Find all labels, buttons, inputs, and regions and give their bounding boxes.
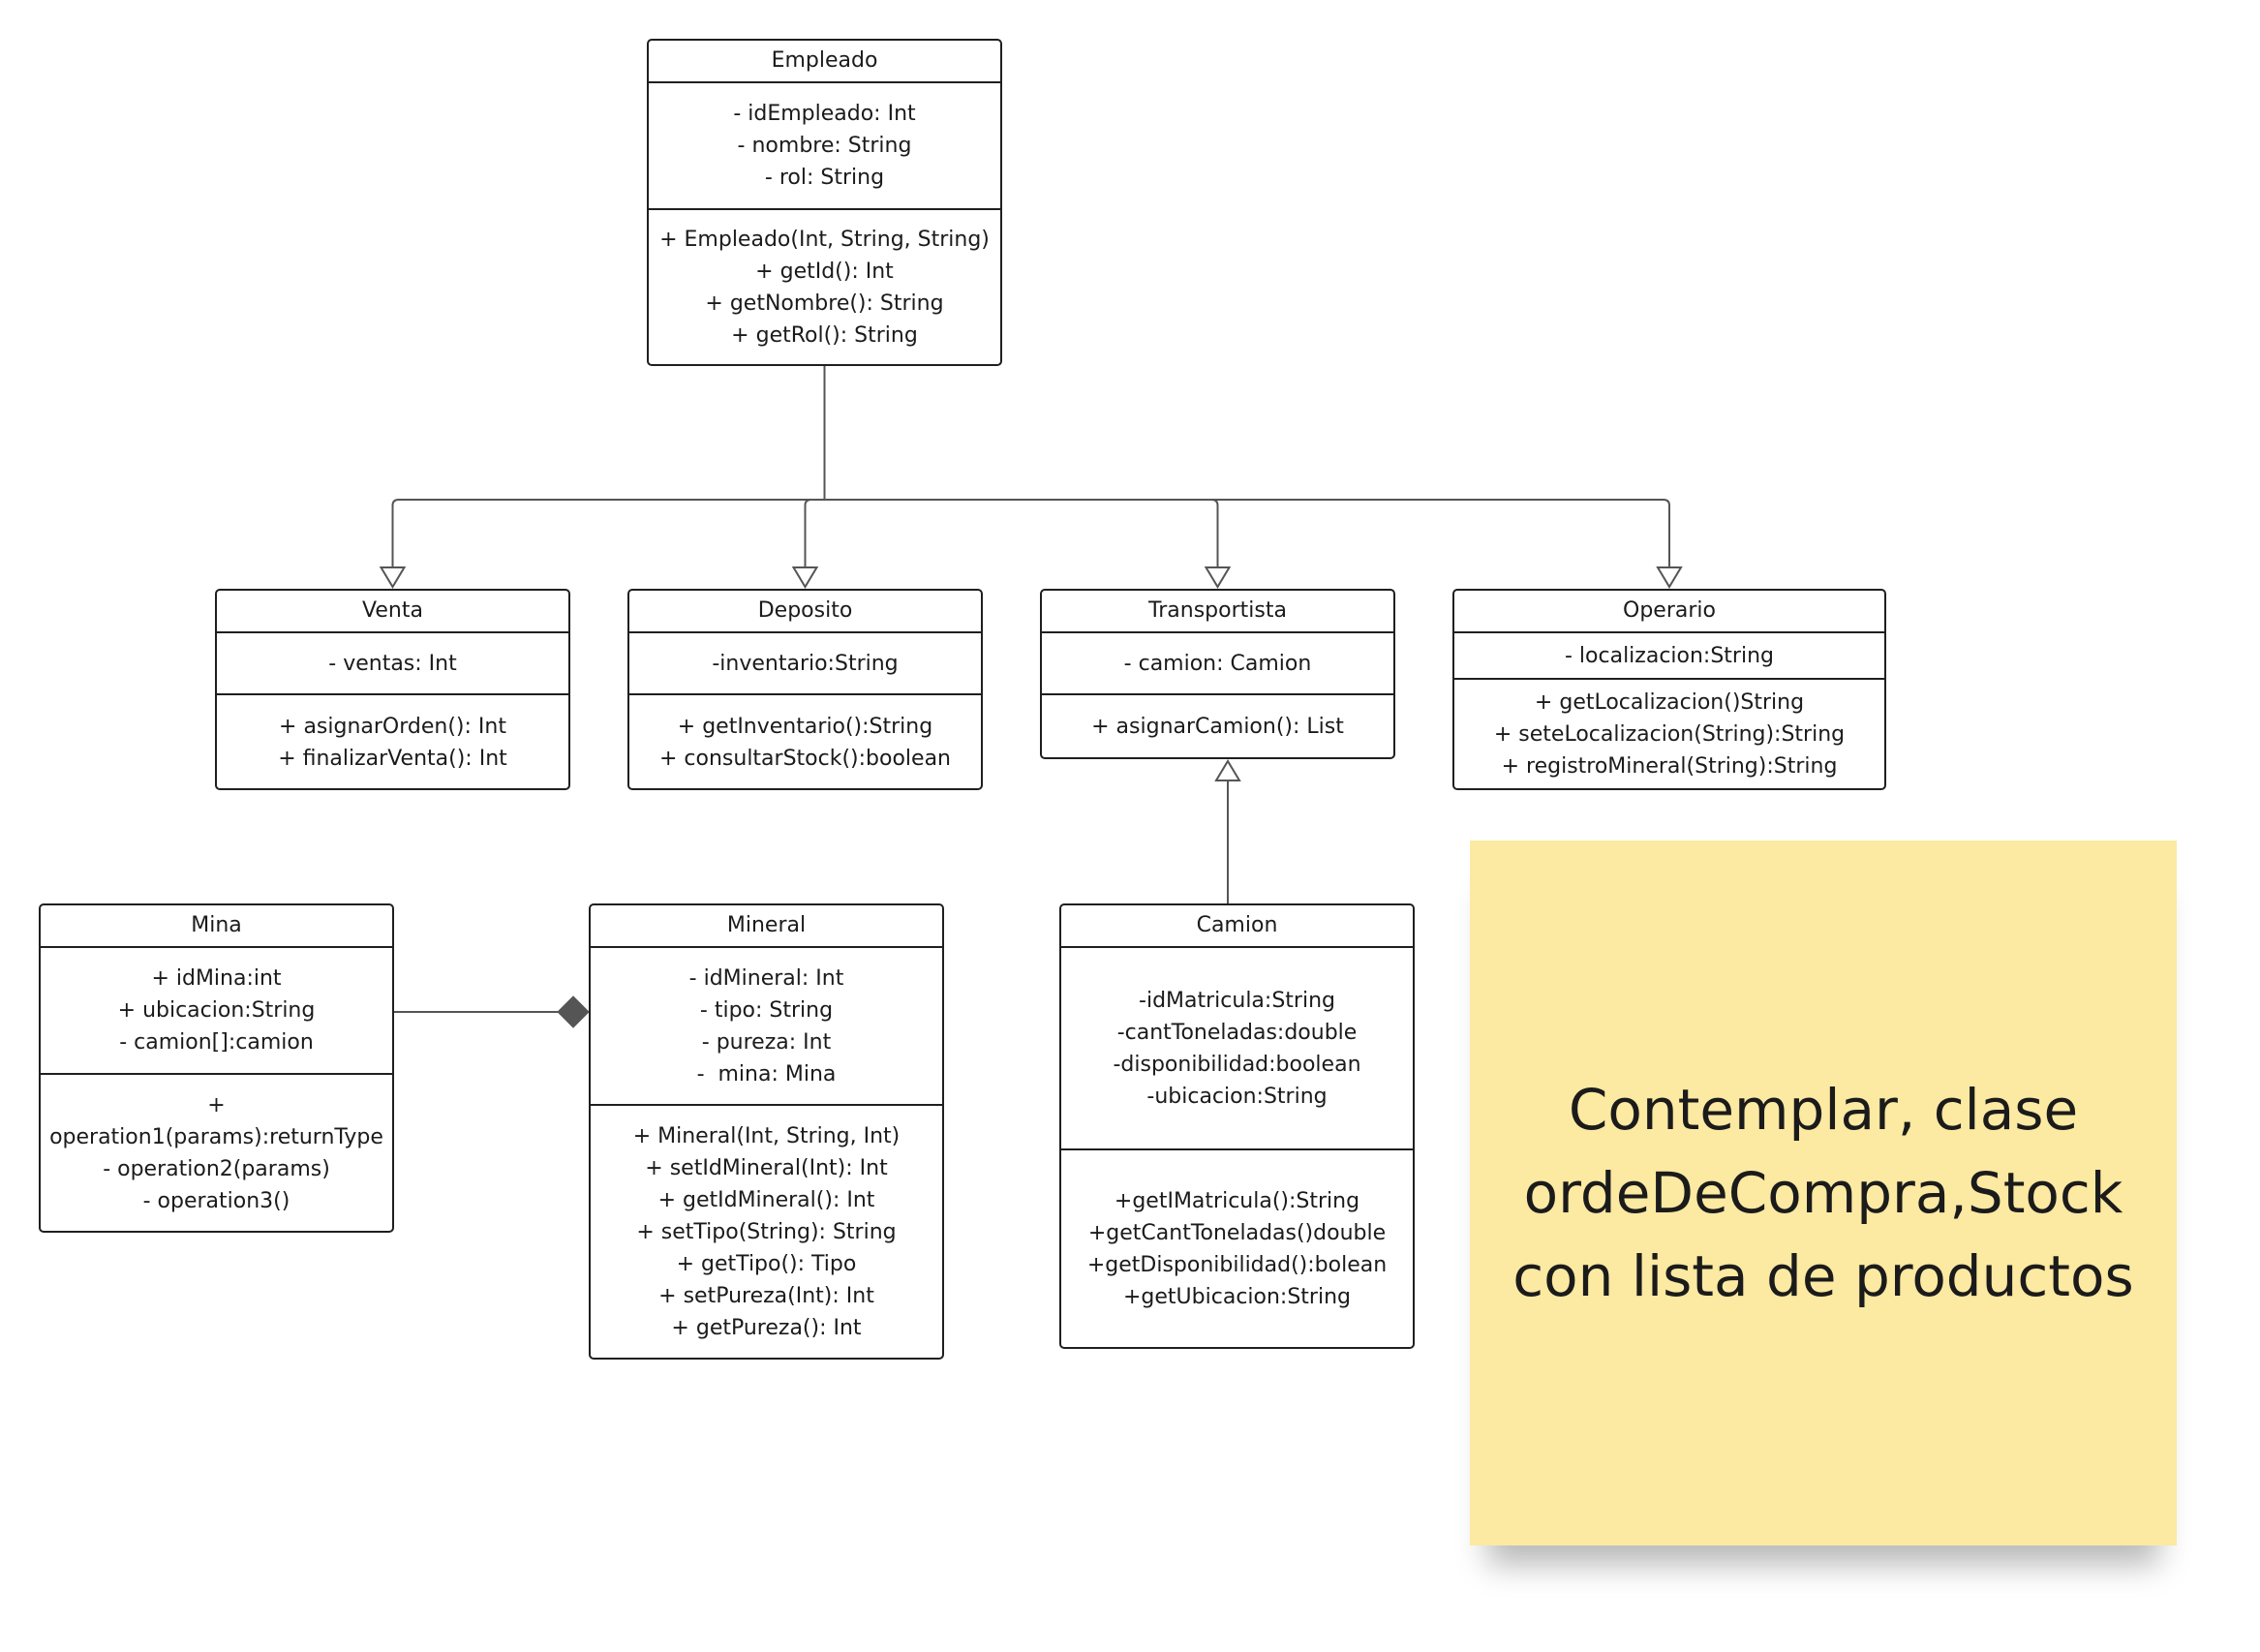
methods-section: + getLocalizacion()String + seteLocaliza… (1454, 680, 1884, 789)
attribute: - mina: Mina (696, 1061, 837, 1086)
class-mina[interactable]: Mina + idMina:int + ubicacion:String - c… (39, 903, 394, 1233)
method: + seteLocalizacion(String):String (1493, 722, 1846, 747)
method: + getRol(): String (731, 323, 918, 348)
method: +getIMatricula():String (1114, 1189, 1360, 1213)
attributes-section: -idMatricula:String -cantToneladas:doubl… (1061, 948, 1413, 1150)
inheritance-line (824, 499, 1219, 567)
attributes-section: - ventas: Int (217, 633, 568, 695)
class-name: Transportista (1042, 591, 1393, 633)
class-camion[interactable]: Camion -idMatricula:String -cantTonelada… (1059, 903, 1415, 1349)
attribute: -ubicacion:String (1146, 1084, 1328, 1109)
inheritance-line (391, 499, 825, 567)
class-mineral[interactable]: Mineral - idMineral: Int - tipo: String … (589, 903, 944, 1360)
method: - operation3() (142, 1189, 290, 1213)
method: + registroMineral(String):String (1501, 754, 1838, 779)
class-deposito[interactable]: Deposito -inventario:String + getInventa… (627, 589, 983, 790)
note-line: Contemplar, clase (1568, 1077, 2079, 1143)
method: + Mineral(Int, String, Int) (632, 1124, 901, 1148)
inheritance-arrowhead (791, 566, 819, 589)
attribute: - camion[]:camion (119, 1030, 314, 1055)
attribute: - nombre: String (737, 134, 912, 158)
attribute: - idEmpleado: Int (733, 102, 916, 126)
method: operation1(params):returnType (49, 1125, 383, 1149)
composition-diamond (557, 995, 590, 1028)
attribute: - rol: String (764, 166, 885, 190)
class-name: Venta (217, 591, 568, 633)
attribute: -inventario:String (712, 651, 899, 676)
sticky-note[interactable]: Contemplar, clase ordeDeCompra,Stock con… (1470, 841, 2177, 1545)
attribute: - ventas: Int (328, 651, 457, 676)
class-name: Operario (1454, 591, 1884, 633)
attribute: - localizacion:String (1564, 643, 1774, 668)
class-empleado[interactable]: Empleado - idEmpleado: Int - nombre: Str… (647, 39, 1002, 366)
method: + getIdMineral(): Int (657, 1188, 875, 1212)
attribute: -disponibilidad:boolean (1113, 1052, 1361, 1077)
method: + asignarCamion(): List (1091, 715, 1344, 739)
methods-section: +getIMatricula():String +getCantTonelada… (1061, 1150, 1413, 1348)
method: + getLocalizacion()String (1534, 690, 1805, 715)
class-name: Camion (1061, 905, 1413, 948)
attribute: + ubicacion:String (117, 998, 316, 1023)
method: + setIdMineral(Int): Int (645, 1156, 888, 1180)
method: +getDisponibilidad():bolean (1086, 1253, 1388, 1277)
inheritance-line (824, 499, 1670, 567)
attributes-section: + idMina:int + ubicacion:String - camion… (41, 948, 392, 1075)
method: - operation2(params) (103, 1157, 330, 1181)
note-line: con lista de productos (1512, 1243, 2134, 1309)
method: + finalizarVenta(): Int (278, 746, 507, 771)
attributes-section: -inventario:String (629, 633, 981, 695)
inheritance-line (804, 499, 825, 567)
class-name: Deposito (629, 591, 981, 633)
methods-section: + Mineral(Int, String, Int) + setIdMiner… (591, 1106, 942, 1359)
methods-section: + operation1(params):returnType - operat… (41, 1075, 392, 1232)
method: +getUbicacion:String (1123, 1285, 1351, 1309)
method: + asignarOrden(): Int (279, 714, 506, 739)
inheritance-arrowhead (1204, 566, 1232, 589)
method: +getCantToneladas()double (1087, 1221, 1387, 1245)
method: + getPureza(): Int (671, 1316, 862, 1340)
attribute: - idMineral: Int (688, 965, 844, 991)
method: + getTipo(): Tipo (676, 1252, 857, 1276)
inheritance-arrowhead (1656, 566, 1683, 589)
attribute: - pureza: Int (701, 1029, 832, 1055)
method: + setPureza(Int): Int (658, 1284, 874, 1308)
attribute: -cantToneladas:double (1116, 1020, 1358, 1045)
inheritance-arrowhead (379, 566, 407, 589)
method: + getInventario():String (677, 714, 933, 739)
attributes-section: - idMineral: Int - tipo: String - pureza… (591, 948, 942, 1106)
attributes-section: - localizacion:String (1454, 633, 1884, 680)
method: + Empleado(Int, String, String) (659, 228, 990, 252)
methods-section: + Empleado(Int, String, String) + getId(… (649, 210, 1000, 365)
attributes-section: - camion: Camion (1042, 633, 1393, 695)
methods-section: + getInventario():String + consultarStoc… (629, 695, 981, 789)
attribute: -idMatricula:String (1139, 988, 1335, 1013)
method: + getId(): Int (755, 260, 894, 284)
sticky-note-text: Contemplar, clase ordeDeCompra,Stock con… (1512, 1068, 2133, 1318)
attributes-section: - idEmpleado: Int - nombre: String - rol… (649, 83, 1000, 210)
methods-section: + asignarOrden(): Int + finalizarVenta()… (217, 695, 568, 789)
class-name: Mina (41, 905, 392, 948)
attribute: + idMina:int (151, 966, 282, 991)
methods-section: + asignarCamion(): List (1042, 695, 1393, 758)
method: + (207, 1093, 226, 1117)
attribute: - camion: Camion (1123, 651, 1312, 676)
class-name: Mineral (591, 905, 942, 948)
inheritance-arrowhead (1214, 759, 1241, 781)
method: + setTipo(String): String (636, 1220, 897, 1244)
class-name: Empleado (649, 41, 1000, 83)
class-operario[interactable]: Operario - localizacion:String + getLoca… (1452, 589, 1886, 790)
note-line: ordeDeCompra,Stock (1523, 1160, 2123, 1226)
class-venta[interactable]: Venta - ventas: Int + asignarOrden(): In… (215, 589, 570, 790)
attribute: - tipo: String (699, 997, 834, 1023)
method: + getNombre(): String (705, 291, 944, 316)
method: + consultarStock():boolean (658, 746, 952, 771)
class-transportista[interactable]: Transportista - camion: Camion + asignar… (1040, 589, 1395, 759)
